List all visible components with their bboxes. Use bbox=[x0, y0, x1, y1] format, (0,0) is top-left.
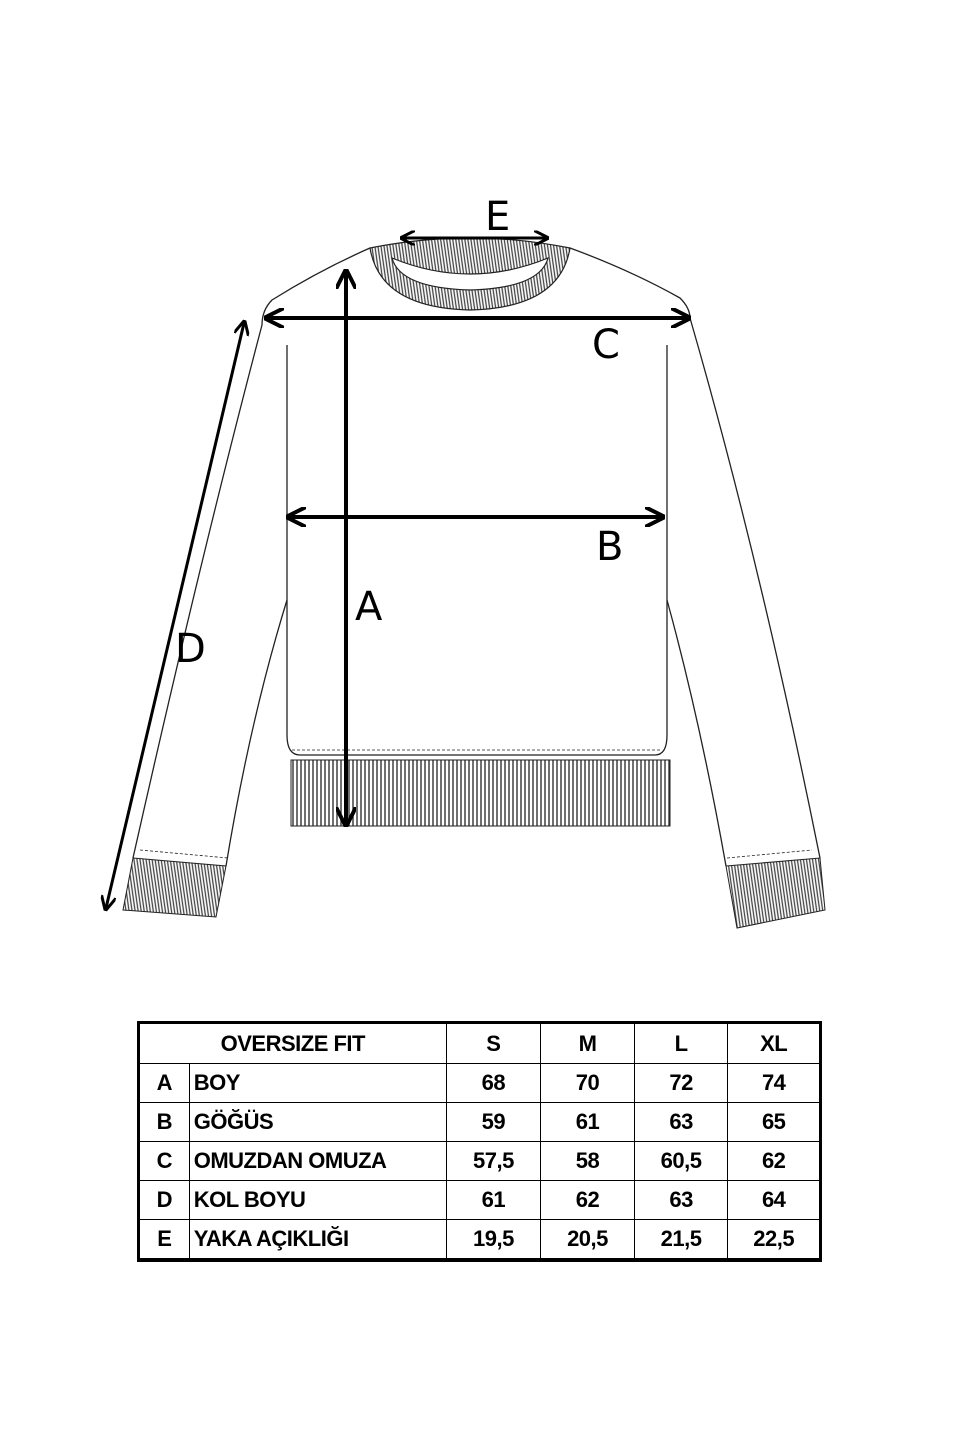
row-code: B bbox=[138, 1102, 190, 1142]
row-code: C bbox=[138, 1141, 190, 1181]
table-row: D KOL BOYU 61 62 63 64 bbox=[138, 1180, 821, 1220]
cell-value: 57,5 bbox=[445, 1141, 542, 1181]
table-header-row: OVERSIZE FIT S M L XL bbox=[138, 1022, 821, 1064]
cell-value: 20,5 bbox=[540, 1219, 635, 1261]
cell-value: 64 bbox=[727, 1180, 821, 1220]
cell-value: 60,5 bbox=[633, 1141, 729, 1181]
label-d: D bbox=[175, 626, 206, 672]
row-name: GÖĞÜS bbox=[188, 1102, 447, 1142]
size-header: XL bbox=[727, 1022, 821, 1064]
cell-value: 74 bbox=[727, 1063, 821, 1103]
left-cuff bbox=[122, 857, 227, 918]
cell-value: 61 bbox=[445, 1180, 542, 1220]
cell-value: 19,5 bbox=[445, 1219, 542, 1261]
label-c: C bbox=[592, 322, 620, 368]
cell-value: 62 bbox=[727, 1141, 821, 1181]
label-b: B bbox=[596, 524, 623, 570]
cell-value: 63 bbox=[633, 1180, 729, 1220]
row-name: YAKA AÇIKLIĞI bbox=[188, 1219, 447, 1261]
row-code: D bbox=[138, 1180, 190, 1220]
fit-title: OVERSIZE FIT bbox=[138, 1022, 447, 1064]
table-row: A BOY 68 70 72 74 bbox=[138, 1063, 821, 1103]
cell-value: 58 bbox=[540, 1141, 635, 1181]
cell-value: 62 bbox=[540, 1180, 635, 1220]
arrow-d bbox=[106, 323, 244, 908]
cell-value: 63 bbox=[633, 1102, 729, 1142]
row-name: BOY bbox=[188, 1063, 447, 1103]
cell-value: 61 bbox=[540, 1102, 635, 1142]
table-row: C OMUZDAN OMUZA 57,5 58 60,5 62 bbox=[138, 1141, 821, 1181]
label-e: E bbox=[485, 194, 510, 240]
label-a: A bbox=[355, 584, 383, 630]
cell-value: 68 bbox=[445, 1063, 542, 1103]
table-row: E YAKA AÇIKLIĞI 19,5 20,5 21,5 22,5 bbox=[138, 1219, 821, 1261]
sweatshirt-diagram: E C B A D bbox=[0, 194, 826, 929]
size-header: S bbox=[445, 1022, 542, 1064]
cell-value: 65 bbox=[727, 1102, 821, 1142]
size-header: L bbox=[633, 1022, 729, 1064]
size-header: M bbox=[540, 1022, 635, 1064]
table-row: B GÖĞÜS 59 61 63 65 bbox=[138, 1102, 821, 1142]
row-name: OMUZDAN OMUZA bbox=[188, 1141, 447, 1181]
cell-value: 21,5 bbox=[633, 1219, 729, 1261]
row-code: E bbox=[138, 1219, 190, 1261]
row-code: A bbox=[138, 1063, 190, 1103]
cell-value: 72 bbox=[633, 1063, 729, 1103]
row-name: KOL BOYU bbox=[188, 1180, 447, 1220]
collar-rib bbox=[369, 237, 571, 311]
cell-value: 59 bbox=[445, 1102, 542, 1142]
cell-value: 70 bbox=[540, 1063, 635, 1103]
size-chart-table: OVERSIZE FIT S M L XL A BOY 68 70 72 74 … bbox=[137, 1021, 822, 1262]
cell-value: 22,5 bbox=[727, 1219, 821, 1261]
right-cuff bbox=[725, 857, 826, 929]
